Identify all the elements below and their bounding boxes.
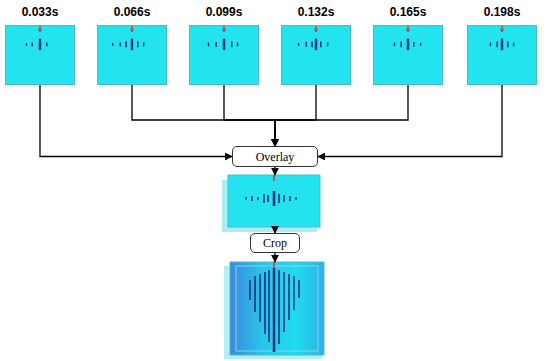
echo-mark [315,39,317,51]
echo-mark [490,42,491,46]
echo-mark [39,39,41,51]
box-text: Overlay [256,150,295,164]
time-label: 0.099s [170,5,278,19]
video-frame: 0.066s [97,25,167,85]
video-frame: 0.033s [5,25,75,85]
flow-arrow [275,85,316,146]
frame-picture [98,26,166,84]
frame-picture [190,26,258,84]
echo-mark [125,41,126,47]
echo-mark [401,41,402,47]
echo-mark [143,42,144,46]
echo-mark [46,42,47,46]
echo-mark [26,43,27,46]
echo-mark [131,39,133,51]
echo-mark [306,42,307,47]
box-text: Crop [263,236,287,250]
echo-mark [420,43,421,46]
time-label: 0.132s [262,5,370,19]
echo-mark [137,41,138,47]
marker-head [500,29,504,32]
flow-arrow [132,85,275,146]
video-frame: 0.099s [189,25,259,85]
video-frame: 0.132s [281,25,351,85]
video-frame: 0.198s [467,25,537,85]
overlay-image [222,175,320,232]
echo-mark [237,42,238,46]
marker-head [38,29,42,32]
echo-mark [112,43,113,46]
marker-head [314,29,318,32]
flow-arrow [224,85,275,146]
frame-picture [282,26,350,84]
frame-picture [6,26,74,84]
frame-picture [468,26,536,84]
echo-mark [311,41,312,47]
echo-mark [507,41,508,47]
echo-mark [120,42,121,46]
marker-head [222,29,226,32]
echo-mark [513,42,514,46]
marker-head [406,29,410,32]
time-label: 0.165s [354,5,462,19]
echo-mark [394,42,395,46]
echo-mark [407,39,409,51]
echo-mark [32,42,33,46]
process-box: Overlay [232,146,318,167]
echo-mark [501,39,503,51]
echo-mark [320,41,321,47]
frame-picture [374,26,442,84]
time-label: 0.198s [448,5,550,19]
time-label: 0.066s [78,5,186,19]
flow-arrow [40,85,232,157]
echo-mark [231,41,232,47]
echo-mark [496,41,497,47]
echo-mark [223,39,225,51]
echo-mark [298,43,299,46]
flow-arrow [318,85,502,157]
echo-mark [327,42,328,46]
video-frame: 0.165s [373,25,443,85]
process-box: Crop [250,233,300,253]
echo-mark [216,42,217,47]
time-label: 0.033s [0,5,94,19]
flow-arrow [275,85,408,146]
echo-mark [413,42,414,47]
echo-mark [208,42,209,46]
cropped-image [224,262,324,359]
marker-head [130,29,134,32]
